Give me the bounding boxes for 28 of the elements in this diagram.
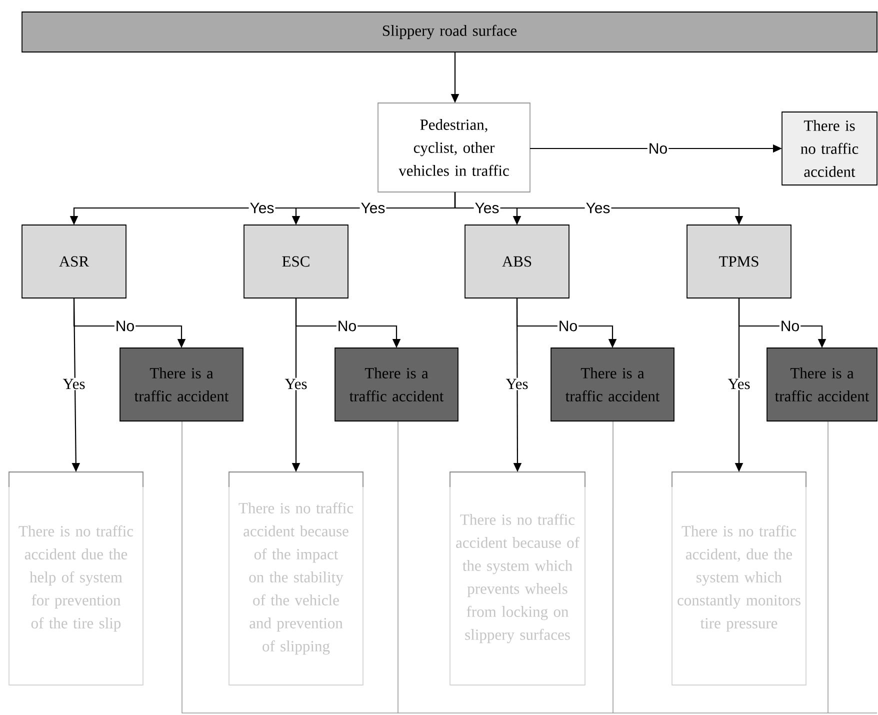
title-bar: Slippery road surface xyxy=(22,12,878,52)
outcome-box: There is no traffic accident because of the impact on the stability of the vehicle and prevention of slipping xyxy=(228,472,364,686)
outcome-box: There is no traffic accident because of the system which prevents wheels from locking on slippery surfaces xyxy=(450,472,586,686)
outcome-box: There is no traffic accident xyxy=(782,112,878,186)
outcome-box: There is no traffic accident, due the system which constantly monitors tire pressure xyxy=(672,472,806,686)
edge-label: No xyxy=(779,320,801,332)
edge-label: No xyxy=(114,320,136,332)
edge-label: Yes xyxy=(248,202,276,214)
outcome-box: There is a traffic accident xyxy=(120,348,244,422)
outcome-box: There is a traffic accident xyxy=(334,348,458,422)
edge-label: Yes xyxy=(62,378,86,390)
system-box: ABS xyxy=(464,224,570,298)
outcome-box: There is no traffic accident due the help of system for prevention of the tire slip xyxy=(8,472,144,686)
edge-label: Yes xyxy=(284,378,308,390)
edge-label: Yes xyxy=(474,202,500,214)
system-box: ESC xyxy=(244,224,348,298)
outcome-box: There is a traffic accident xyxy=(550,348,674,422)
edge-label: Yes xyxy=(584,202,612,214)
system-box: ASR xyxy=(22,224,126,298)
edge-label: No xyxy=(647,142,669,155)
edge-label: No xyxy=(557,320,579,332)
system-box: TPMS xyxy=(686,224,792,298)
edge-label: Yes xyxy=(726,378,752,390)
question-box: Pedestrian, cyclist, other vehicles in traffic xyxy=(378,102,530,192)
outcome-box: There is a traffic accident xyxy=(766,348,878,422)
edge-label: Yes xyxy=(360,202,386,214)
edge-label: Yes xyxy=(504,378,530,390)
edge-label: No xyxy=(336,320,358,332)
